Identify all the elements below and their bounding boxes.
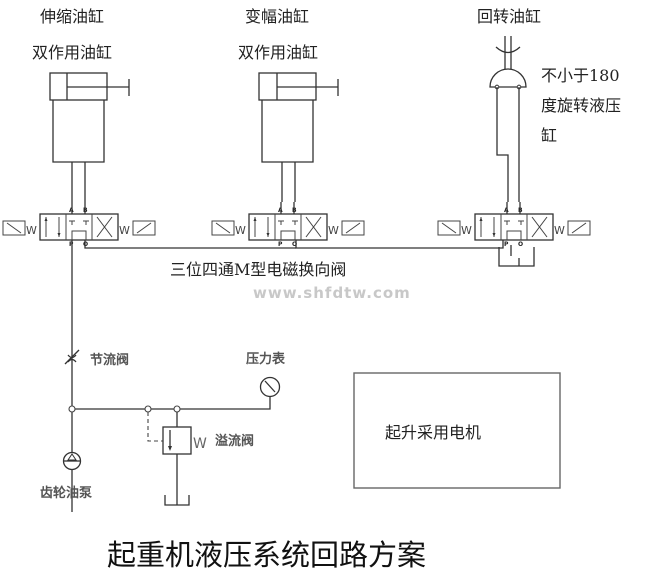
solenoid-right-icon: [341, 220, 365, 236]
spring-left-icon: W: [461, 224, 472, 237]
junction-node: [144, 405, 152, 413]
cylinder-body: [261, 100, 314, 163]
relief-valve: W 溢流阀: [147, 412, 254, 506]
valve-label: 三位四通M型电磁换向阀: [170, 260, 346, 279]
diagram-title: 起重机液压系统回路方案: [107, 538, 426, 572]
watermark: www.shfdtw.com: [253, 284, 411, 302]
solenoid-left-icon: [437, 220, 461, 236]
adjust-arrow: [64, 349, 80, 365]
junction-node: [173, 405, 181, 413]
spring-right-icon: W: [328, 224, 339, 237]
gauge-needle: [264, 380, 276, 393]
cylinder-lines: [281, 162, 296, 202]
rotary-note-line2: 度旋转液压: [541, 96, 621, 115]
relief-valve-body: [162, 426, 192, 455]
hoist-motor-label: 起升采用电机: [385, 423, 481, 442]
rotary-cylinder-label: 回转油缸: [477, 7, 541, 26]
rotation-arc: [495, 46, 521, 54]
valve-body: [248, 213, 328, 241]
solenoid-left-icon: [2, 220, 26, 236]
spring-right-icon: W: [119, 224, 130, 237]
telescopic-cylinder-type-label: 双作用油缸: [32, 43, 112, 62]
gear-pump: 齿轮油泵: [40, 451, 92, 501]
pressure-gauge-label: 压力表: [246, 351, 286, 367]
telescopic-cylinder-label: 伸缩油缸: [40, 7, 104, 26]
port-p-label: P: [278, 241, 283, 248]
solenoid-right-icon: [567, 220, 591, 236]
port-p-label: P: [504, 241, 509, 248]
spring-right-icon: W: [554, 224, 565, 237]
telescopic-cylinder: 伸缩油缸 双作用油缸: [32, 7, 130, 202]
solenoid-right-icon: [132, 220, 156, 236]
throttle-valve: 节流阀: [64, 349, 129, 368]
relief-tank: [164, 495, 190, 506]
gauge-dial: [259, 376, 281, 398]
rotary-note-line1: 不小于180: [541, 66, 620, 85]
gear-pump-label: 齿轮油泵: [40, 485, 92, 501]
return-line-1: [84, 240, 296, 249]
port-o-label: O: [292, 241, 297, 248]
relief-valve-label: 溢流阀: [215, 433, 254, 449]
valve3-tank: [498, 245, 535, 267]
luffing-cylinder: 变幅油缸 双作用油缸: [238, 7, 339, 202]
hoist-motor-box: 起升采用电机: [353, 372, 561, 489]
rotary-head: [489, 68, 527, 88]
relief-spring-icon: W: [193, 436, 207, 452]
throttle-valve-label: 节流阀: [90, 352, 129, 368]
port-o-label: O: [518, 241, 523, 248]
return-line-2: [295, 240, 504, 249]
solenoid-left-icon: [211, 220, 235, 236]
valve-body: [39, 213, 119, 241]
luffing-cylinder-label: 变幅油缸: [245, 7, 309, 26]
rotary-note-line3: 缸: [541, 126, 557, 145]
luffing-cylinder-type-label: 双作用油缸: [238, 43, 318, 62]
spring-left-icon: W: [235, 224, 246, 237]
pilot-line: [147, 412, 163, 442]
supply-branch-line: [72, 396, 271, 410]
rotary-cylinder: 回转油缸 不小于180 度旋转液压 缸: [477, 7, 621, 202]
pressure-gauge: 压力表: [246, 351, 286, 398]
junction-node: [68, 405, 76, 413]
spring-left-icon: W: [26, 224, 37, 237]
valve-body: [474, 213, 554, 241]
rotary-lines: [496, 87, 520, 202]
cylinder-lines: [71, 162, 86, 202]
cylinder-body: [52, 100, 105, 163]
